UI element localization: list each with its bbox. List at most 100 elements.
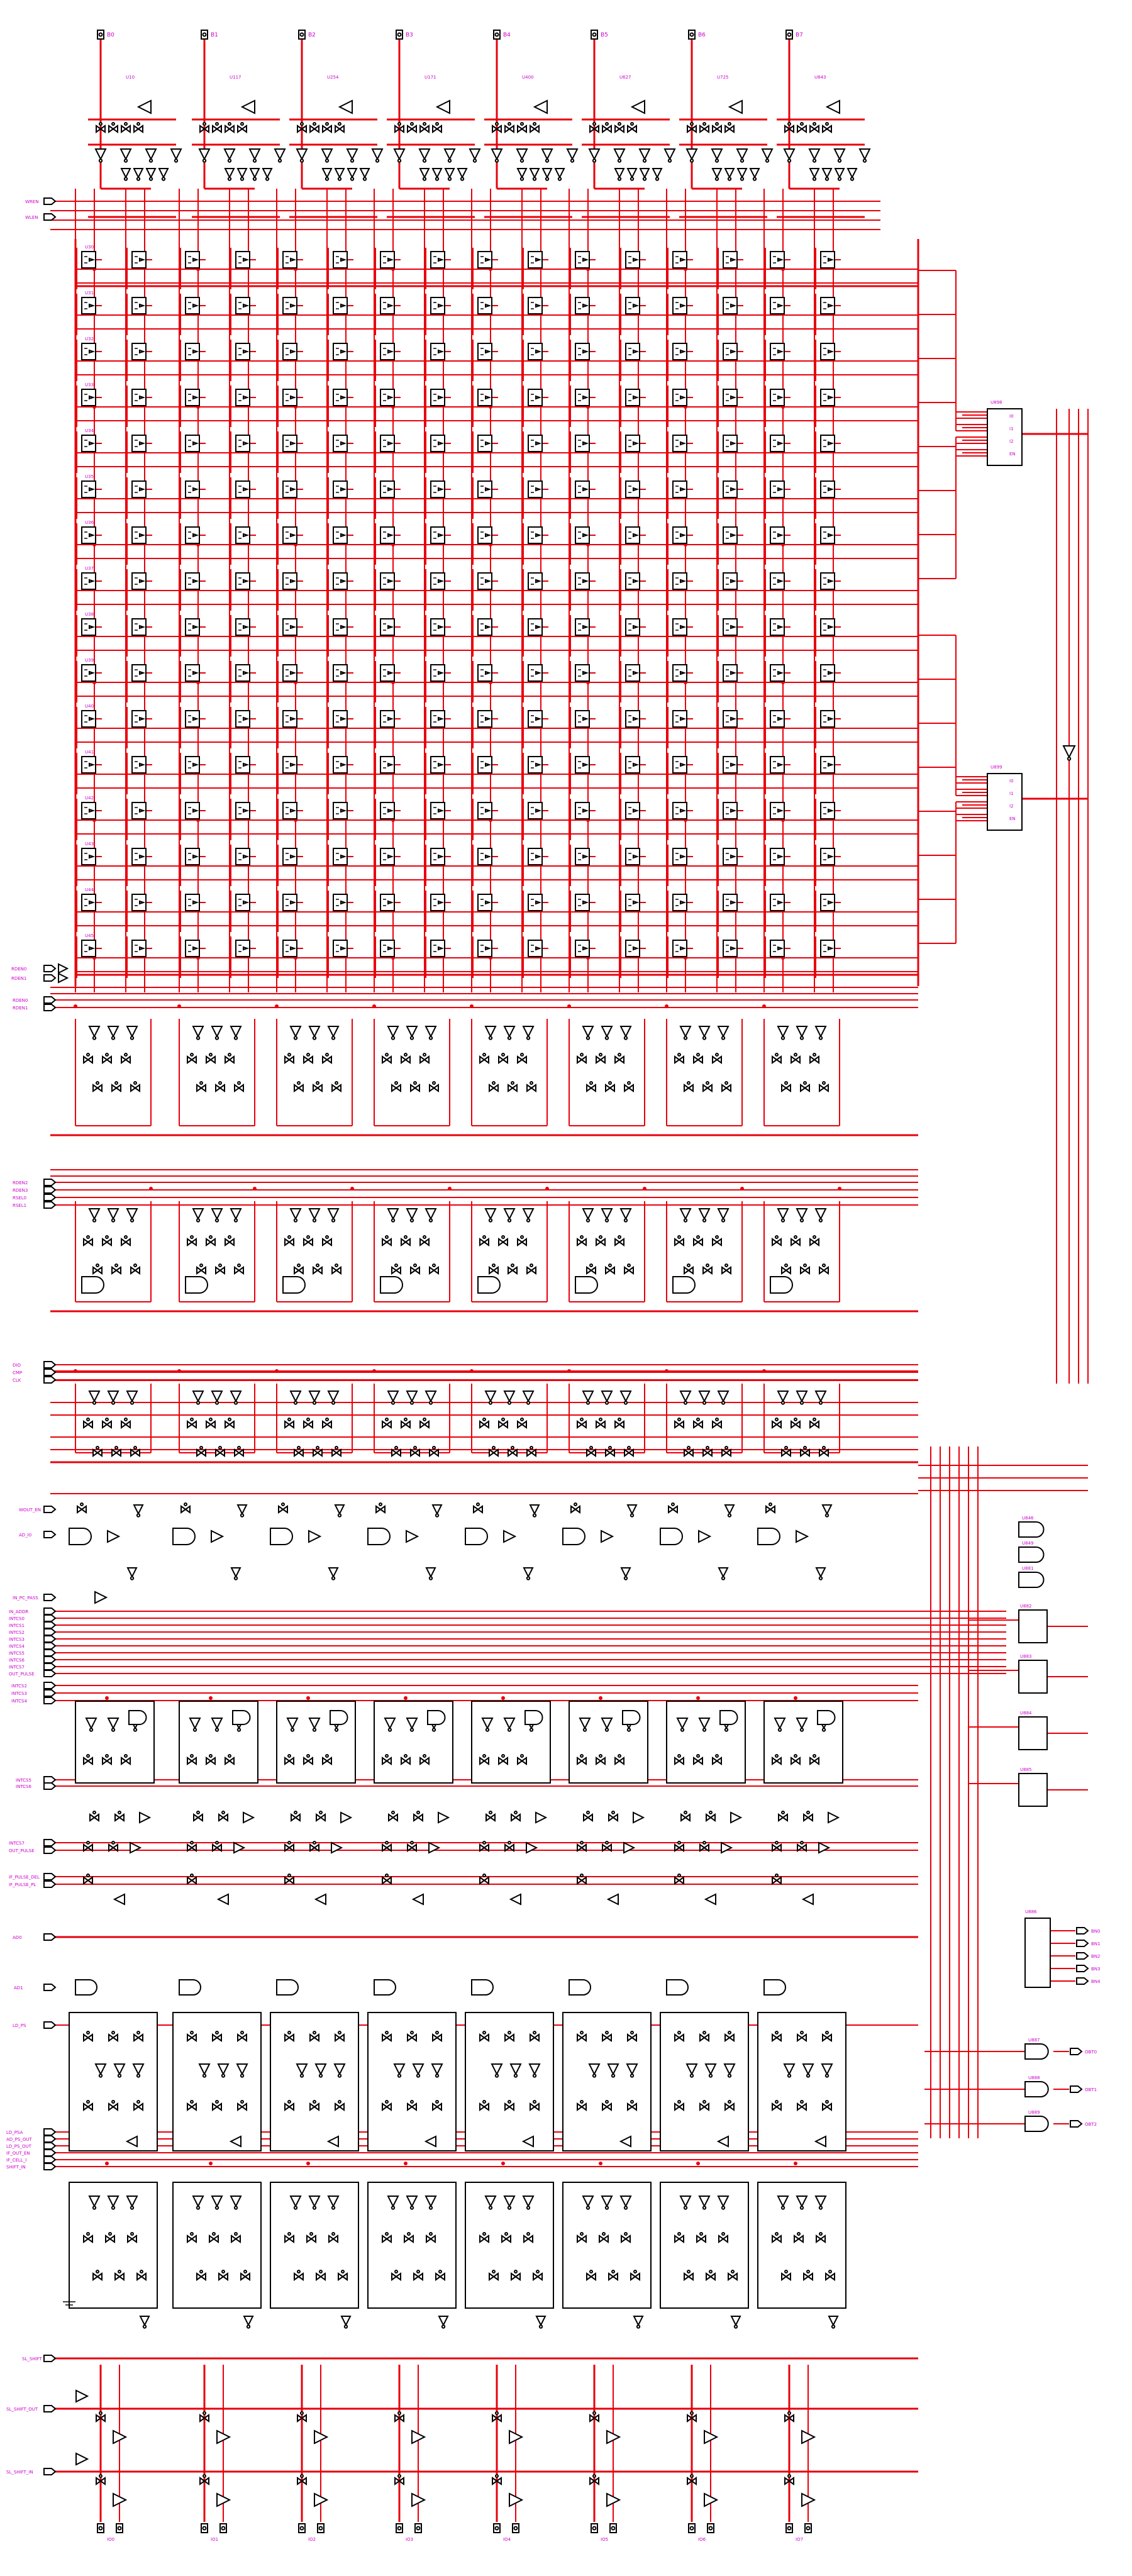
shift-latch-transmission-gate-icon [696, 2232, 706, 2243]
wire-junction [404, 1696, 408, 1700]
wire-junction [665, 1369, 669, 1373]
wire-junction [350, 1187, 354, 1191]
pulse-inverter-icon [503, 1718, 516, 1732]
input-port-label: IF_PULSE_DEL [9, 1875, 40, 1880]
bottom-port-label: IO3 [406, 2537, 413, 2542]
decoder-enable-buffer-icon [1062, 745, 1076, 761]
sense-transmission-gate-icon [130, 1081, 140, 1092]
shift-latch-transmission-gate-icon [523, 2232, 533, 2243]
sense-transmission-gate-icon [498, 1235, 508, 1246]
output-port-icon [1076, 1927, 1089, 1935]
input-port-icon [43, 1682, 57, 1689]
latch-cell-icon [575, 618, 590, 636]
latch-cell-icon [380, 894, 395, 911]
sense-transmission-gate-icon [772, 1235, 782, 1246]
control-transmission-gate-icon [77, 1502, 87, 1514]
control-buffer-icon [211, 1530, 225, 1543]
latch-cell-icon [282, 343, 297, 360]
sense-inverter-icon [796, 1208, 808, 1223]
sense-transmission-gate-icon [206, 1053, 216, 1064]
latch-cell-icon [477, 664, 492, 682]
shift-latch-transmission-gate-icon [674, 2232, 684, 2243]
sense-inverter-icon [582, 1026, 594, 1040]
latch-cell-icon [81, 435, 96, 452]
pulse-transmission-gate-icon [218, 1811, 228, 1822]
control-inverter-icon [328, 1567, 339, 1580]
sense-inverter-icon [387, 1208, 399, 1223]
latch-cell-icon [282, 618, 297, 636]
sense-inverter-icon [88, 1391, 101, 1405]
latch-cell-icon [477, 526, 492, 544]
wire-junction [372, 1369, 376, 1373]
sense-transmission-gate-icon [322, 1235, 332, 1246]
latch-cell-icon [575, 802, 590, 819]
shift-latch-inverter-icon [88, 2196, 101, 2210]
shift-latch-inverter-icon [289, 2196, 302, 2210]
sense-transmission-gate-icon [83, 1053, 93, 1064]
latch-cell-icon [81, 297, 96, 314]
latch-cell-icon [333, 802, 348, 819]
bottom-port-icon [804, 2523, 812, 2533]
latch-cell-icon [282, 480, 297, 498]
right-block-label: U883 [1020, 1654, 1031, 1659]
shift-transmission-gate-icon [504, 2031, 514, 2042]
sense-inverter-icon [601, 1208, 613, 1223]
sense-transmission-gate-icon [819, 1446, 829, 1457]
top-port-label: B1 [211, 32, 218, 38]
pulse-transmission-gate-icon [291, 1811, 301, 1822]
right-block-label: U888 [1028, 2075, 1040, 2080]
top-port-icon [396, 30, 403, 40]
header-transmission-gate-icon [687, 122, 697, 133]
sense-transmission-gate-icon [419, 1235, 430, 1246]
latch-cell-icon [528, 756, 543, 774]
driver-transmission-gate-icon [589, 2411, 599, 2423]
header-buffer-icon [457, 168, 468, 181]
pulse-buffer-icon [633, 1811, 645, 1824]
latch-cell-icon [770, 435, 785, 452]
top-port-label: B4 [503, 32, 511, 38]
sense-inverter-icon [601, 1391, 613, 1405]
header-buffer-icon [419, 168, 430, 181]
sense-transmission-gate-icon [303, 1053, 313, 1064]
latch-cell-icon [185, 756, 200, 774]
control-and-gate-icon [172, 1528, 196, 1545]
latch-cell-icon [625, 664, 640, 682]
control-inverter-icon [626, 1504, 638, 1518]
pulse-transmission-gate-icon [206, 1754, 216, 1765]
header-inverter-icon [541, 148, 553, 163]
shift-transmission-gate-icon [133, 2031, 143, 2042]
header-inverter-icon [223, 148, 236, 163]
header-inverter-icon [119, 148, 132, 163]
sense-transmission-gate-icon [809, 1235, 819, 1246]
control-transmission-gate-icon [570, 1502, 580, 1514]
control-and-gate-icon [367, 1528, 391, 1545]
sense-transmission-gate-icon [187, 1235, 197, 1246]
shift-latch-transmission-gate-icon [718, 2232, 728, 2243]
sense-inverter-icon [814, 1391, 827, 1405]
latch-cell-icon [477, 435, 492, 452]
header-buffer-icon [724, 168, 735, 181]
bottom-port-label: IO4 [503, 2537, 511, 2542]
sense-transmission-gate-icon [215, 1446, 225, 1457]
latch-cell-icon [575, 756, 590, 774]
input-port-icon [43, 1004, 57, 1011]
latch-cell-icon [131, 894, 147, 911]
header-inverter-icon [371, 148, 384, 163]
latch-cell-icon [672, 389, 687, 406]
sense-inverter-icon [308, 1026, 321, 1040]
sense-inverter-icon [601, 1026, 613, 1040]
sense-and-gate-icon [575, 1276, 598, 1294]
latch-cell-icon [81, 480, 96, 498]
ld-buffer-icon [801, 1893, 814, 1906]
control-inverter-icon [425, 1567, 436, 1580]
sense-transmission-gate-icon [234, 1081, 244, 1092]
shift-latch-transmission-gate-icon [621, 2232, 631, 2243]
input-port-icon [43, 1201, 57, 1209]
latch-cell-icon [770, 526, 785, 544]
bottom-port-icon [396, 2523, 403, 2533]
shift-inverter-icon [491, 2063, 503, 2078]
output-port-label: OBT2 [1085, 2122, 1097, 2127]
ld-transmission-gate-icon [284, 1874, 294, 1885]
sense-inverter-icon [814, 1208, 827, 1223]
latch-cell-icon [81, 894, 96, 911]
